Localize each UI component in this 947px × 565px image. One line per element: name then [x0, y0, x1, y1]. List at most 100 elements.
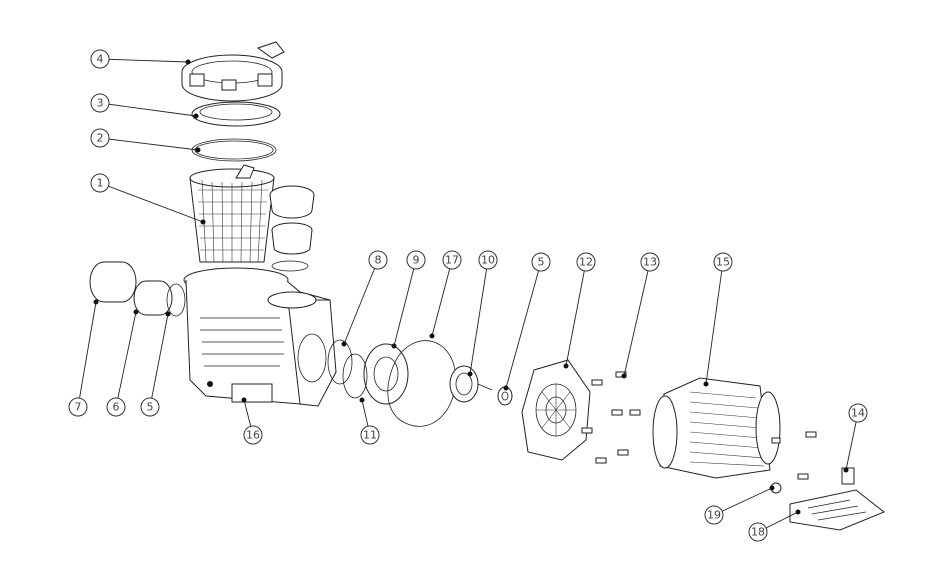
callout-5a: 5: [140, 311, 171, 417]
leader-dot: [391, 343, 397, 349]
leader-line: [149, 313, 169, 408]
callout-13: 13: [621, 252, 660, 379]
callout-number: 16: [246, 429, 260, 442]
part-lid: [191, 101, 281, 127]
callout-circle: [140, 397, 160, 417]
callout-circle: [640, 252, 660, 272]
callout-7: 7: [68, 299, 99, 417]
leader-dot: [359, 397, 365, 403]
callout-circle: [368, 250, 388, 270]
part-lid-o-ring: [191, 138, 277, 162]
callout-circle: [360, 425, 380, 445]
leader-dot: [93, 299, 99, 305]
callout-number: 8: [375, 254, 382, 267]
leader-dot: [795, 509, 801, 515]
part-union-set-left: [89, 261, 186, 317]
part-o-ring-8: [327, 339, 353, 385]
callout-circle: [704, 505, 724, 525]
leader-line: [115, 311, 137, 408]
callout-number: 14: [851, 407, 865, 420]
leader-line: [99, 182, 204, 223]
part-union-set-top: [269, 185, 315, 272]
leader-line: [431, 259, 453, 337]
callout-circle: [576, 252, 596, 272]
callout-circle: [90, 93, 110, 113]
callout-circle: [478, 250, 498, 270]
leader-dot: [843, 467, 849, 473]
callout-4: 4: [90, 49, 191, 69]
callout-1: 1: [90, 173, 206, 225]
leader-dot: [563, 363, 569, 369]
callout-number: 11: [363, 429, 377, 442]
callout-number: 10: [481, 254, 495, 267]
leader-dot: [200, 219, 206, 225]
leader-dot: [503, 385, 509, 391]
callout-number: 7: [75, 401, 82, 414]
part-impeller: [449, 365, 493, 403]
leader-line: [505, 261, 542, 389]
callout-number: 13: [643, 256, 657, 269]
leader-line: [343, 259, 379, 345]
leader-line: [469, 259, 489, 375]
leader-dot: [195, 147, 201, 153]
part-diffuser: [342, 343, 409, 405]
part-seal-plate: [521, 359, 591, 461]
leader-dot: [185, 59, 191, 65]
part-lid-ring: [181, 41, 285, 102]
leader-dot: [703, 381, 709, 387]
callout-number: 4: [97, 53, 104, 66]
callout-circle: [748, 522, 768, 542]
leader-line: [393, 259, 417, 347]
leader-line: [565, 261, 587, 367]
callout-circle: [90, 49, 110, 69]
leader-line: [77, 301, 97, 408]
callout-number: 17: [445, 254, 459, 267]
callout-circle: [68, 397, 88, 417]
callout-5b: 5: [503, 252, 551, 391]
leader-dot: [769, 485, 775, 491]
callout-number: 1: [97, 177, 104, 190]
leader-dot: [467, 371, 473, 377]
leader-line: [99, 137, 199, 151]
part-motor-foot: [789, 489, 885, 531]
callout-number: 3: [97, 97, 104, 110]
callout-10: 10: [467, 250, 498, 377]
callout-circle: [106, 397, 126, 417]
part-pump-housing: [183, 267, 337, 407]
callout-circle: [848, 403, 868, 423]
callout-circle: [531, 252, 551, 272]
callout-15: 15: [703, 252, 733, 387]
callout-circle: [90, 128, 110, 148]
leader-line: [845, 412, 859, 471]
callout-circle: [442, 250, 462, 270]
callout-number: 15: [716, 256, 730, 269]
leader-line: [99, 58, 189, 63]
callout-16: 16: [241, 397, 263, 445]
part-gasket: [387, 340, 456, 427]
callout-circle: [90, 173, 110, 193]
callout-circle: [713, 252, 733, 272]
callout-number: 9: [413, 254, 420, 267]
part-bolts: [581, 371, 641, 464]
callout-2: 2: [90, 128, 201, 153]
callout-8: 8: [341, 250, 388, 347]
part-motor-screws: [771, 431, 817, 480]
callout-number: 5: [538, 256, 545, 269]
leader-line: [623, 261, 651, 377]
leader-dot: [341, 341, 347, 347]
callout-18: 18: [748, 509, 801, 542]
callout-number: 18: [751, 526, 765, 539]
callout-19: 19: [704, 485, 775, 525]
callout-number: 5: [147, 401, 154, 414]
callout-number: 6: [113, 401, 120, 414]
callout-14: 14: [843, 403, 868, 473]
callout-number: 19: [707, 509, 721, 522]
leader-line: [713, 487, 773, 516]
callout-circle: [243, 425, 263, 445]
leader-dot: [621, 373, 627, 379]
leader-line: [705, 261, 724, 385]
leader-dot: [133, 309, 139, 315]
callout-12: 12: [563, 252, 596, 369]
callout-number: 2: [97, 132, 104, 145]
